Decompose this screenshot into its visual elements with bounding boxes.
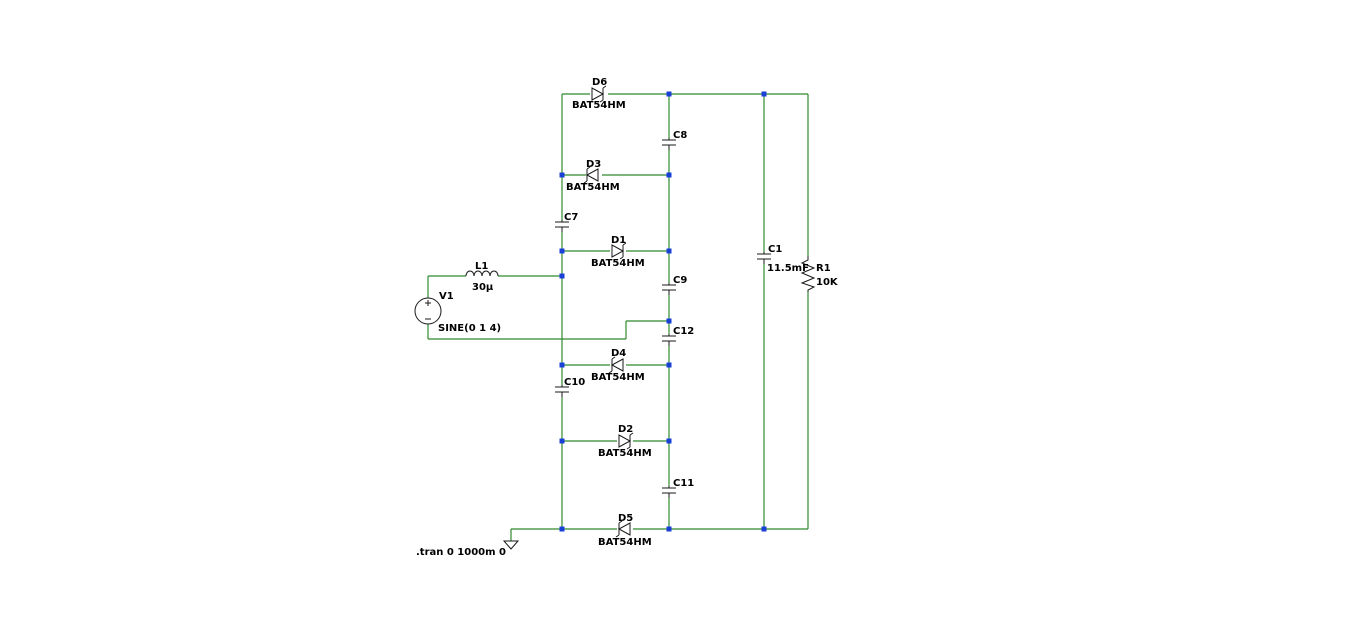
d5-model: BAT54HM	[598, 537, 652, 548]
resistor-r1	[800, 256, 816, 292]
d1-model: BAT54HM	[591, 258, 645, 269]
voltage-source-v1	[414, 297, 442, 325]
diode-d4	[608, 356, 624, 374]
junction	[559, 248, 565, 254]
d3-model: BAT54HM	[566, 182, 620, 193]
junction	[559, 172, 565, 178]
diode-d5	[615, 520, 631, 538]
capacitor-c12	[662, 334, 676, 346]
c11-ref: C11	[673, 478, 694, 489]
d5-ref: D5	[618, 513, 633, 524]
capacitor-c8	[662, 138, 676, 150]
diode-d1	[611, 242, 627, 260]
junction	[666, 438, 672, 444]
junction	[666, 362, 672, 368]
capacitor-c9	[662, 283, 676, 295]
junction	[666, 526, 672, 532]
v1-ref: V1	[439, 291, 454, 302]
junction	[559, 362, 565, 368]
junction	[559, 273, 565, 279]
diode-d3	[583, 166, 599, 184]
d6-ref: D6	[592, 77, 607, 88]
d2-ref: D2	[618, 424, 633, 435]
diode-d2	[618, 432, 634, 450]
labels: D6 BAT54HM D3 BAT54HM D1 BAT54HM D4 BAT5…	[416, 77, 839, 558]
r1-value: 10K	[816, 277, 839, 288]
junction	[761, 526, 767, 532]
r1-ref: R1	[816, 263, 831, 274]
l1-ref: L1	[475, 261, 488, 272]
junction	[761, 91, 767, 97]
capacitor-c11	[662, 486, 676, 498]
inductor-l1	[465, 270, 499, 277]
d1-ref: D1	[611, 235, 626, 246]
d4-model: BAT54HM	[591, 372, 645, 383]
junction	[666, 172, 672, 178]
ground-icon	[502, 540, 520, 550]
c12-ref: C12	[673, 326, 694, 337]
junction	[666, 248, 672, 254]
c8-ref: C8	[673, 130, 687, 141]
capacitor-c7	[555, 220, 569, 232]
l1-value: 30µ	[472, 282, 494, 293]
capacitor-c10	[555, 385, 569, 397]
c1-ref: C1	[768, 244, 782, 255]
c1-value: 11.5mF	[767, 263, 809, 274]
wires	[427, 93, 809, 541]
junction	[666, 91, 672, 97]
junction	[666, 318, 672, 324]
c7-ref: C7	[564, 212, 578, 223]
d2-model: BAT54HM	[598, 448, 652, 459]
c10-ref: C10	[564, 377, 585, 388]
d6-model: BAT54HM	[572, 100, 626, 111]
spice-directive: .tran 0 1000m 0	[416, 547, 506, 558]
capacitor-c1	[757, 252, 771, 264]
junction	[559, 526, 565, 532]
junctions	[559, 91, 767, 532]
v1-value: SINE(0 1 4)	[438, 323, 501, 334]
c9-ref: C9	[673, 275, 687, 286]
d3-ref: D3	[586, 159, 601, 170]
junction	[559, 438, 565, 444]
d4-ref: D4	[611, 348, 626, 359]
diode-d6	[591, 85, 607, 103]
